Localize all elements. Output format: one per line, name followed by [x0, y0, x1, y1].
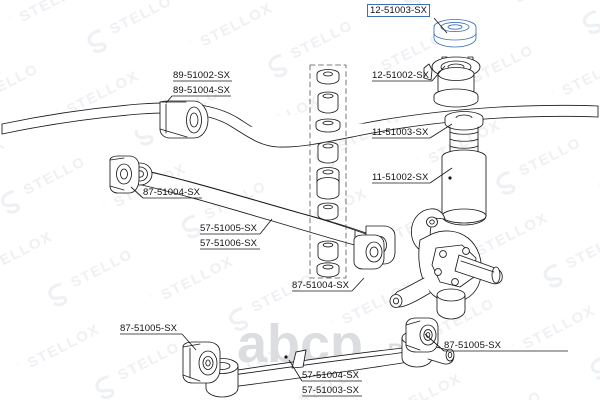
stack-washer-3	[315, 118, 341, 133]
stack-sleeve-7	[317, 240, 339, 262]
part-label-87-51004-sx-mid[interactable]: 87-51004-SX	[292, 280, 350, 291]
strut-support-mount	[423, 56, 481, 108]
control-arm-bushing-left	[109, 155, 140, 194]
part-label-11-51003-sx[interactable]: 11-51003-SX	[372, 127, 429, 138]
part-label-12-51002-sx[interactable]: 12-51002-SX	[372, 70, 430, 81]
trailing-arm-bushing-right	[405, 317, 439, 353]
stack-sleeve-2	[317, 91, 339, 114]
part-label-89-51004-sx[interactable]: 89-51004-SX	[173, 85, 231, 96]
part-label-57-51006-sx[interactable]: 57-51006-SX	[200, 238, 258, 249]
strut-mount-bearing-highlighted	[433, 19, 477, 48]
part-label-12-51003-sx[interactable]: 12-51003-SX	[367, 4, 431, 17]
part-label-89-51002-sx[interactable]: 89-51002-SX	[173, 70, 231, 81]
steering-knuckle	[389, 208, 503, 320]
leader-lines	[120, 17, 568, 397]
stack-sleeve-5	[316, 167, 340, 200]
bushing-stack-column	[309, 64, 347, 279]
bump-stop-buffer	[444, 111, 484, 160]
part-label-87-51004-sx-left[interactable]: 87-51004-SX	[143, 187, 201, 198]
part-label-57-51004-sx[interactable]: 57-51004-SX	[302, 370, 360, 381]
stack-washer-1	[316, 69, 340, 85]
dust-cover-boot	[441, 149, 487, 226]
part-label-11-51002-sx[interactable]: 11-51002-SX	[372, 172, 429, 183]
part-label-87-51005-sx-right[interactable]: 87-51005-SX	[444, 340, 502, 351]
stabilizer-bar-bushing	[159, 100, 209, 139]
part-label-87-51005-sx-left[interactable]: 87-51005-SX	[120, 323, 178, 334]
control-arm-bushing-mid	[353, 234, 385, 270]
part-label-57-51003-sx[interactable]: 57-51003-SX	[302, 385, 360, 396]
stack-washer-6	[317, 202, 339, 221]
part-label-57-51005-sx[interactable]: 57-51005-SX	[200, 223, 258, 234]
stack-sleeve-4	[317, 141, 339, 164]
stack-washer-8	[316, 262, 340, 278]
